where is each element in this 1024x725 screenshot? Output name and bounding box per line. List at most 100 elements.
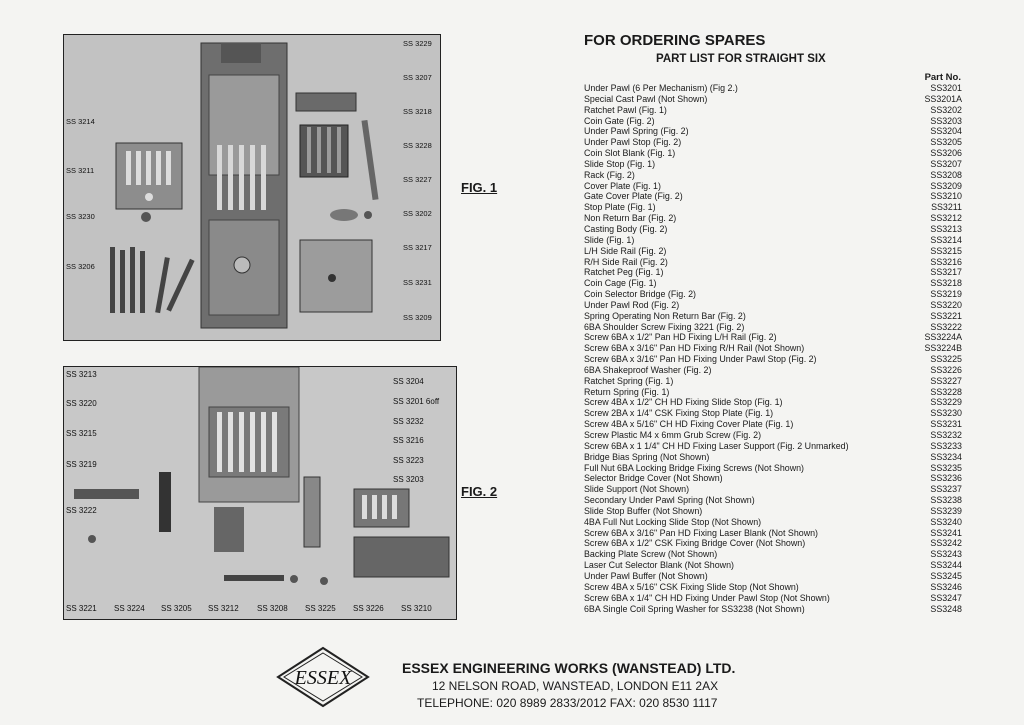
part-row: Screw 6BA x 3/16" Pan HD Fixing Under Pa… <box>584 354 962 365</box>
part-number: SS3245 <box>930 570 962 581</box>
part-number: SS3237 <box>930 484 962 495</box>
part-description: Spring Operating Non Return Bar (Fig. 2) <box>584 310 746 321</box>
part-row: Coin Slot Blank (Fig. 1)SS3206 <box>584 148 962 159</box>
svg-text:ESSEX: ESSEX <box>294 667 352 689</box>
part-number: SS3208 <box>930 169 962 180</box>
part-number: SS3239 <box>930 505 962 516</box>
part-description: Screw 6BA x 1 1/4" CH HD Fixing Laser Su… <box>584 440 849 451</box>
part-description: Selector Bridge Cover (Not Shown) <box>584 473 723 484</box>
part-number: SS3235 <box>930 462 962 473</box>
part-row: Rack (Fig. 2)SS3208 <box>584 170 962 181</box>
part-description: Laser Cut Selector Blank (Not Shown) <box>584 560 734 571</box>
callout-ss3214: SS 3214 <box>66 117 95 126</box>
part-description: Screw 6BA x 1/2" CSK Fixing Bridge Cover… <box>584 538 806 549</box>
part-description: 6BA Shakeproof Washer (Fig. 2) <box>584 364 712 375</box>
company-address: 12 NELSON ROAD, WANSTEAD, LONDON E11 2AX <box>432 679 719 693</box>
part-number: SS3236 <box>930 473 962 484</box>
part-row: Slide Support (Not Shown) SS3237 <box>584 484 962 495</box>
part-number: SS3206 <box>930 148 962 159</box>
callout-ss3218: SS 3218 <box>403 107 432 116</box>
part-row: 6BA Single Coil Spring Washer for SS3238… <box>584 604 962 615</box>
part-number: SS3224A <box>924 332 962 343</box>
part-number: SS3213 <box>930 223 962 234</box>
part-description: Under Pawl (6 Per Mechanism) (Fig 2.) <box>584 83 738 93</box>
part-description: Coin Cage (Fig. 1) <box>584 278 657 289</box>
part-row: Screw 4BA x 5/16" CH HD Fixing Cover Pla… <box>584 419 962 430</box>
part-row: Full Nut 6BA Locking Bridge Fixing Screw… <box>584 463 962 474</box>
part-description: Screw 6BA x 3/16" Pan HD Fixing R/H Rail… <box>584 343 805 354</box>
part-row: Backing Plate Screw (Not Shown)SS3243 <box>584 549 962 560</box>
callout-ss3232: SS 3232 <box>393 417 424 426</box>
part-description: Under Pawl Stop (Fig. 2) <box>584 137 682 148</box>
part-row: Selector Bridge Cover (Not Shown) SS3236 <box>584 473 962 484</box>
part-number: SS3224B <box>924 343 962 354</box>
callout-ss3202: SS 3202 <box>403 209 432 218</box>
callout-ss3203: SS 3203 <box>393 475 424 484</box>
part-number: SS3225 <box>930 354 962 365</box>
callout-ss3221: SS 3221 <box>66 604 97 613</box>
part-row: Under Pawl (6 Per Mechanism) (Fig 2.) SS3… <box>584 83 962 94</box>
part-description: Screw 6BA x 3/16" Pan HD Fixing Under Pa… <box>584 354 817 365</box>
part-number: SS3204 <box>930 126 962 137</box>
part-number: SS3212 <box>930 213 962 224</box>
part-description: Slide Support (Not Shown) <box>584 484 690 495</box>
callout-ss3217: SS 3217 <box>403 243 432 252</box>
callout-ss3229: SS 3229 <box>403 39 432 48</box>
part-description: Backing Plate Screw (Not Shown) <box>584 549 718 560</box>
part-number: SS3218 <box>930 278 962 289</box>
part-number: SS3207 <box>930 158 962 169</box>
part-row: Screw 4BA x 1/2" CH HD Fixing Slide Stop… <box>584 397 962 408</box>
callout-ss3223: SS 3223 <box>393 456 424 465</box>
part-number: SS3226 <box>930 364 962 375</box>
part-description: Screw 6BA x 1/4" CH HD Fixing Under Pawl… <box>584 592 830 603</box>
part-number: SS3217 <box>930 267 962 278</box>
part-description: L/H Side Rail (Fig. 2) <box>584 245 667 256</box>
part-number: SS3201 <box>930 83 962 93</box>
figure-1-label: FIG. 1 <box>461 180 498 195</box>
essex-logo: ESSEX <box>276 646 370 708</box>
part-description: Ratchet Spring (Fig. 1) <box>584 375 674 386</box>
figure-2-illustration <box>64 367 456 619</box>
part-number: SS3215 <box>930 245 962 256</box>
callout-ss3216: SS 3216 <box>393 436 424 445</box>
part-description: Coin Gate (Fig. 2) <box>584 115 655 126</box>
figure-1-photo <box>63 34 441 341</box>
part-description: Ratchet Peg (Fig. 1) <box>584 267 664 278</box>
part-description: Gate Cover Plate (Fig. 2) <box>584 191 683 202</box>
part-description: Under Pawl Spring (Fig. 2) <box>584 126 689 137</box>
callout-ss3219: SS 3219 <box>66 460 97 469</box>
part-number: SS3240 <box>930 516 962 527</box>
part-row: Slide Stop Buffer (Not Shown)SS3239 <box>584 506 962 517</box>
part-number: SS3232 <box>930 430 962 440</box>
part-number: SS3228 <box>930 386 962 397</box>
part-row: Stop Plate (Fig. 1)SS3211 <box>584 202 962 213</box>
part-row: Slide (Fig. 1)SS3214 <box>584 235 962 246</box>
part-description: R/H Side Rail (Fig. 2) <box>584 256 668 267</box>
figure-1-illustration <box>64 35 440 340</box>
part-description: Screw 4BA x 5/16" CSK Fixing Slide Stop … <box>584 581 799 592</box>
callout-ss3204: SS 3204 <box>393 377 424 386</box>
part-row: Coin Selector Bridge (Fig. 2)SS3219 <box>584 289 962 300</box>
part-row: Coin Cage (Fig. 1) SS3218 <box>584 278 962 289</box>
callout-ss3226: SS 3226 <box>353 604 384 613</box>
part-description: Cover Plate (Fig. 1) <box>584 180 661 191</box>
part-row: Special Cast Pawl (Not Shown)SS3201A <box>584 94 962 105</box>
part-description: Screw Plastic M4 x 6mm Grub Screw (Fig. … <box>584 430 762 440</box>
part-description: Under Pawl Rod (Fig. 2) <box>584 299 680 310</box>
callout-ss3208: SS 3208 <box>257 604 288 613</box>
part-description: 6BA Shoulder Screw Fixing 3221 (Fig. 2) <box>584 321 745 332</box>
part-number: SS3227 <box>930 375 962 386</box>
part-description: Non Return Bar (Fig. 2) <box>584 213 677 224</box>
callout-ss3228: SS 3228 <box>403 141 432 150</box>
callout-ss3224: SS 3224 <box>114 604 145 613</box>
part-row: Laser Cut Selector Blank (Not Shown)SS32… <box>584 560 962 571</box>
part-description: Bridge Bias Spring (Not Shown) <box>584 451 710 462</box>
part-row: L/H Side Rail (Fig. 2) SS3215 <box>584 246 962 257</box>
part-number: SS3229 <box>930 397 962 408</box>
part-number: SS3247 <box>930 592 962 603</box>
part-row: Casting Body (Fig. 2)SS3213 <box>584 224 962 235</box>
part-row: Coin Gate (Fig. 2)SS3203 <box>584 116 962 127</box>
part-row: Screw Plastic M4 x 6mm Grub Screw (Fig. … <box>584 430 962 441</box>
part-description: Screw 6BA x 1/2" Pan HD Fixing L/H Rail … <box>584 332 777 343</box>
part-row: Under Pawl Buffer (Not Shown)SS3245 <box>584 571 962 582</box>
